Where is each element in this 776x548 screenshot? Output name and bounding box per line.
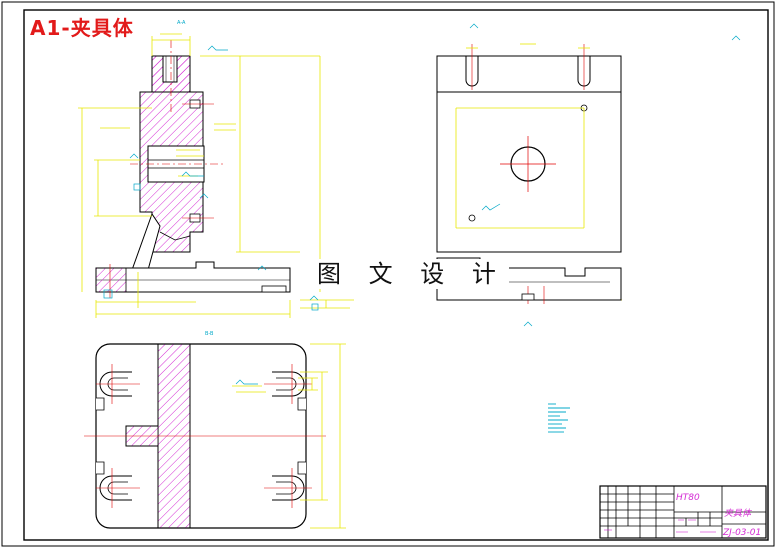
watermark-text: 图 文 设 计 [314,259,509,289]
title-block-drawing-code: ZJ-03-01 [723,528,762,538]
svg-text:B-B: B-B [205,331,214,337]
section-view: A-A [78,20,354,318]
plan-view: B-B [84,331,346,529]
title-block [599,485,767,539]
technical-notes [548,403,570,433]
title-block-material: HT80 [676,493,700,503]
title-block-part-name: 夹具体 [724,509,752,519]
inner-frame [23,9,769,541]
svg-text:A-A: A-A [177,20,186,26]
side-view [436,23,741,327]
sheet-title: A1-夹具体 [30,16,134,40]
